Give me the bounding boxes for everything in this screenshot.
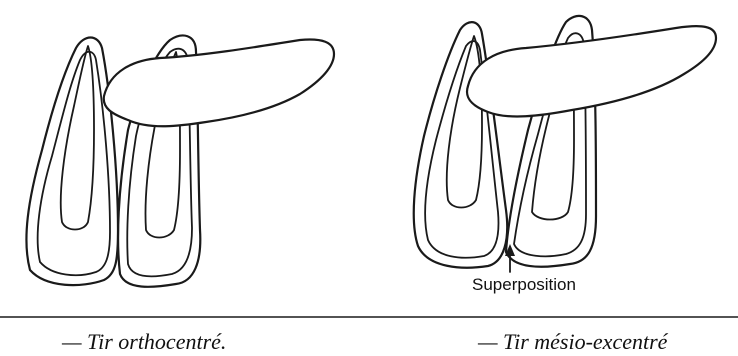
superposition-label: Superposition bbox=[472, 275, 576, 294]
panel-orthocentric bbox=[26, 36, 334, 287]
left-tooth-left-panel bbox=[26, 38, 118, 286]
caption-orthocentric: — Tir orthocentré. bbox=[61, 329, 226, 354]
caption-mesio-eccentric: — Tir mésio-excentré bbox=[477, 329, 669, 354]
panel-mesio-eccentric: Superposition bbox=[414, 16, 716, 294]
crown-left-panel bbox=[104, 40, 334, 127]
crown-right-panel bbox=[467, 26, 716, 116]
